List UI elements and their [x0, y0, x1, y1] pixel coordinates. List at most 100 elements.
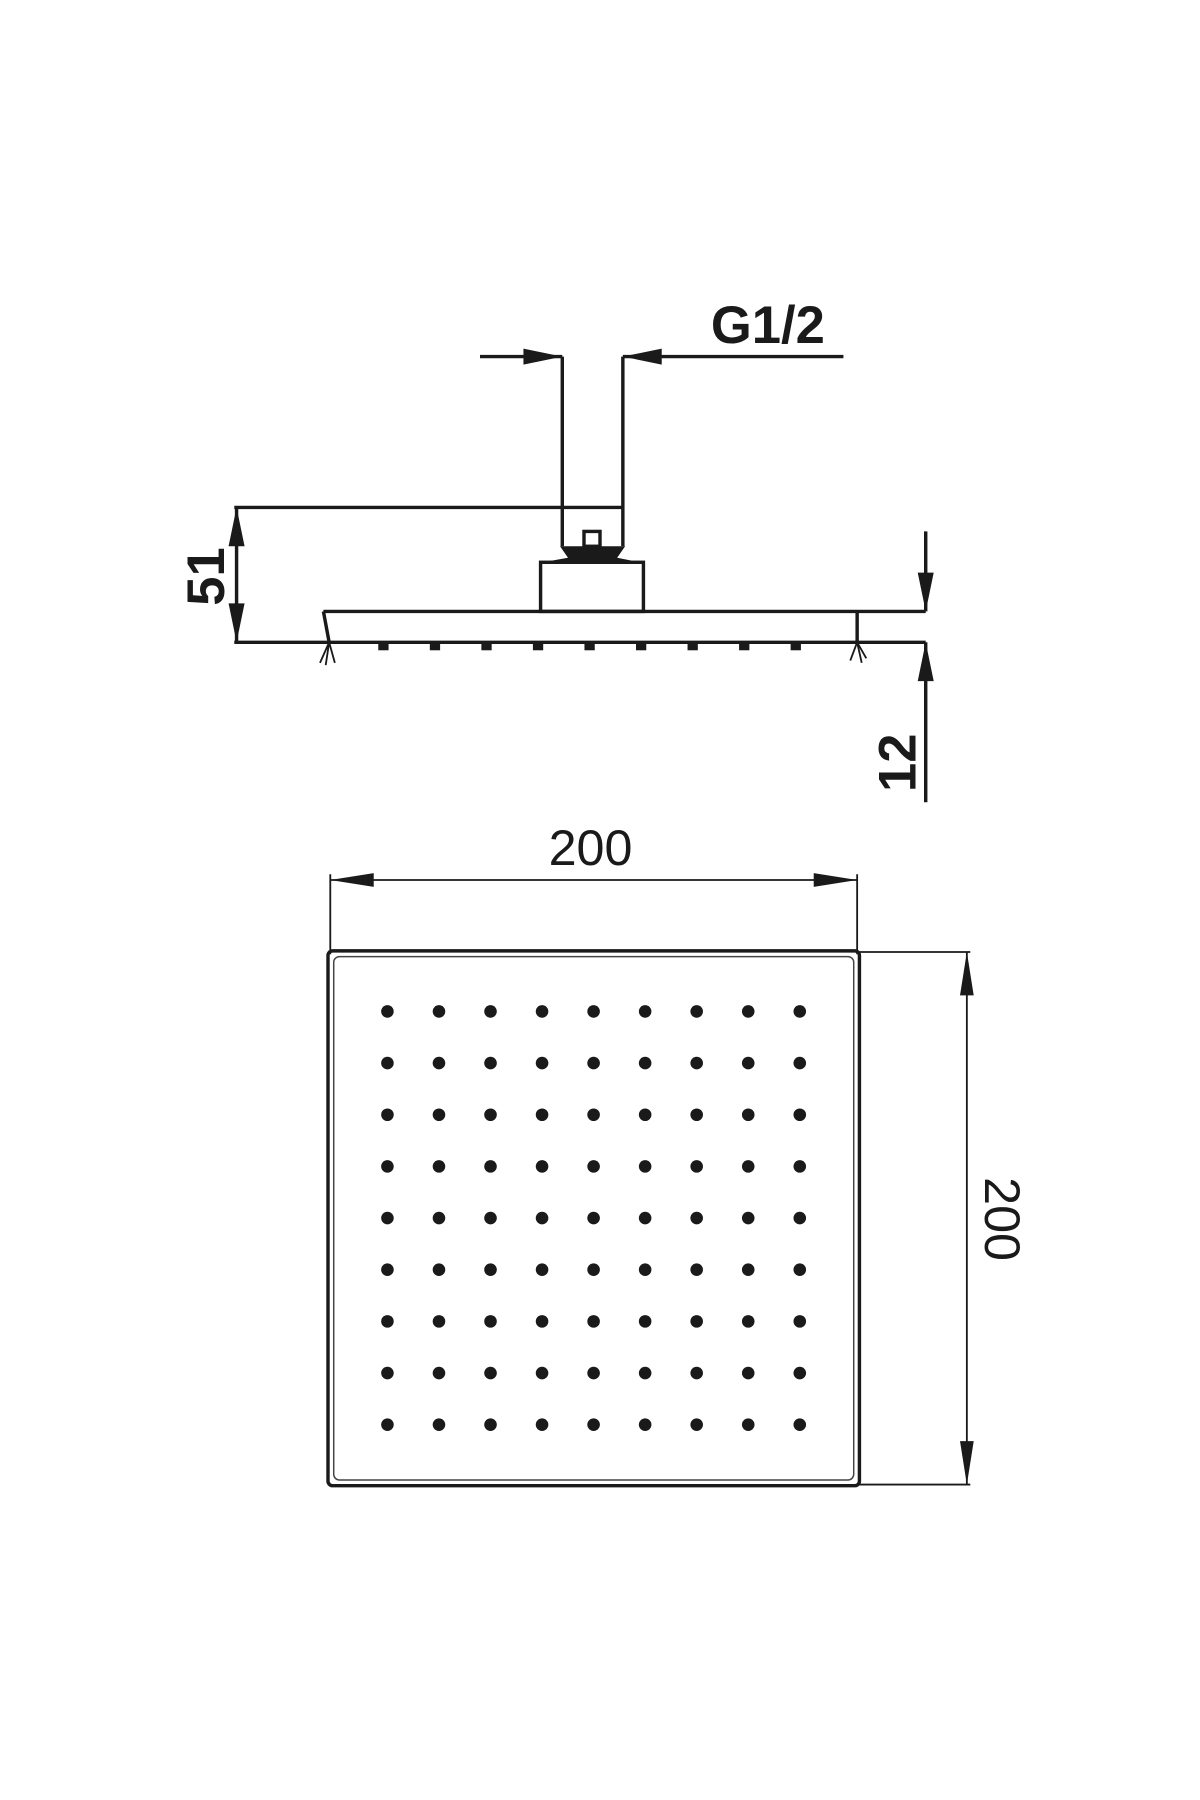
thickness-label: 12	[868, 734, 927, 792]
nozzle-dot	[432, 1056, 446, 1070]
height-label: 51	[177, 547, 236, 605]
nozzle-dot	[690, 1263, 703, 1276]
nozzle-dot	[432, 1160, 446, 1173]
nozzle-dot	[484, 1211, 497, 1225]
nozzle-dot	[741, 1056, 755, 1070]
nozzle-dot	[484, 1005, 497, 1018]
nozzle-dot	[690, 1160, 703, 1173]
nozzle-dot	[587, 1315, 600, 1328]
shower-plate-side	[234, 609, 926, 666]
top-view: 200 200	[326, 819, 1031, 1488]
nozzle-dot	[381, 1263, 394, 1276]
nozzle-dot	[587, 1211, 600, 1225]
nozzle-dot	[587, 1418, 600, 1431]
nozzle-dot	[587, 1108, 600, 1122]
nozzle-dot	[535, 1315, 549, 1328]
nozzle-dot	[638, 1211, 652, 1225]
nozzle-dot	[381, 1005, 394, 1018]
nozzle-dot	[793, 1056, 807, 1070]
thickness-dimension: 12	[868, 531, 934, 803]
nozzle-dot	[793, 1108, 807, 1122]
nozzle-dot	[432, 1366, 446, 1380]
side-nozzle	[481, 643, 492, 651]
nozzle-dot	[741, 1005, 755, 1018]
depth-dimension: 200	[859, 951, 1031, 1486]
thread-dimension	[480, 348, 844, 365]
nozzle-dot	[741, 1160, 755, 1173]
nozzle-dot	[381, 1418, 394, 1431]
nozzle-dot	[535, 1418, 549, 1431]
nozzle-dot	[432, 1418, 446, 1431]
nozzle-dot	[381, 1315, 394, 1328]
side-nozzle	[429, 643, 441, 651]
nozzle-dot	[793, 1263, 807, 1276]
nozzle-dot	[432, 1315, 446, 1328]
nozzle-dot	[381, 1211, 394, 1225]
nozzle-dot	[793, 1160, 807, 1173]
nozzle-dot	[793, 1005, 807, 1018]
nozzle-dot	[638, 1056, 652, 1070]
side-nozzle	[636, 643, 647, 651]
nozzle-dot	[432, 1108, 446, 1122]
width-label: 200	[549, 819, 633, 876]
thread-label: G1/2	[711, 296, 825, 355]
side-nozzle	[790, 643, 801, 651]
nozzle-dot	[381, 1108, 394, 1122]
nozzle-dot	[381, 1366, 394, 1380]
pipe-arm	[234, 356, 646, 614]
nozzle-dot	[535, 1366, 549, 1380]
nozzle-dot	[690, 1418, 703, 1431]
nozzle-dot	[484, 1160, 497, 1173]
nozzle-dot	[793, 1315, 807, 1328]
nozzle-dot	[381, 1160, 394, 1173]
nozzle-dot	[638, 1108, 652, 1122]
nozzle-dot	[690, 1211, 703, 1225]
nozzle-dot	[484, 1418, 497, 1431]
nozzle-dot	[587, 1005, 600, 1018]
nozzle-dot	[741, 1418, 755, 1431]
nozzle-dot	[484, 1056, 497, 1070]
side-view: G1/2 5	[177, 296, 934, 803]
nozzle-dot	[638, 1366, 652, 1380]
nozzle-dot	[432, 1263, 446, 1276]
nozzle-dot	[690, 1315, 703, 1328]
side-nozzle	[532, 643, 544, 651]
nozzle-dot	[587, 1263, 600, 1276]
nozzle-dot	[741, 1315, 755, 1328]
nozzle-dot	[638, 1160, 652, 1173]
nozzle-dot	[432, 1005, 446, 1018]
nozzle-dot	[535, 1005, 549, 1018]
nozzle-dot	[484, 1366, 497, 1380]
nozzle-dot	[690, 1108, 703, 1122]
side-nozzle	[687, 643, 698, 651]
nozzle-dot	[638, 1263, 652, 1276]
nozzle-dot	[793, 1418, 807, 1431]
nozzle-dot	[741, 1263, 755, 1276]
nozzle-dot	[484, 1263, 497, 1276]
nozzle-dot	[381, 1056, 394, 1070]
nozzle-dot	[535, 1263, 549, 1276]
nozzle-dot	[638, 1315, 652, 1328]
nozzle-dot	[484, 1315, 497, 1328]
shower-plate-top	[326, 949, 862, 1488]
nozzle-dot	[690, 1005, 703, 1018]
side-nozzle	[378, 643, 389, 651]
nozzle-dot	[638, 1005, 652, 1018]
nozzle-dot	[484, 1108, 497, 1122]
nozzle-dot	[741, 1211, 755, 1225]
nozzle-dot	[793, 1211, 807, 1225]
nozzle-dot	[741, 1108, 755, 1122]
nozzle-dot	[638, 1418, 652, 1431]
nozzle-dot	[690, 1366, 703, 1380]
nozzle-dot	[535, 1160, 549, 1173]
nozzle-dot	[535, 1056, 549, 1070]
side-nozzle	[739, 643, 750, 651]
nozzle-dot	[587, 1366, 600, 1380]
height-dimension: 51	[177, 507, 245, 643]
nozzle-dot	[690, 1056, 703, 1070]
nozzle-dot	[741, 1366, 755, 1380]
nozzle-dot	[432, 1211, 446, 1225]
nozzle-dot	[587, 1160, 600, 1173]
nozzle-dot	[587, 1056, 600, 1070]
